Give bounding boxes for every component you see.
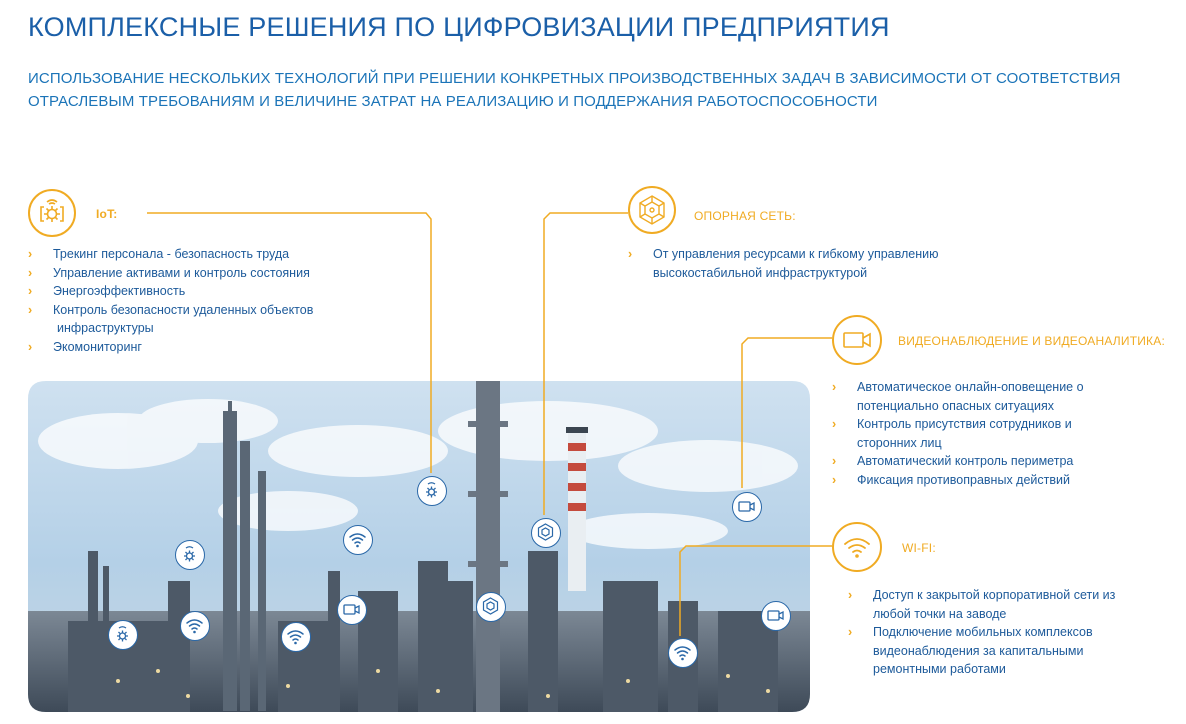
list-item: Автоматическое онлайн-оповещение о потен… — [832, 378, 1162, 415]
iot-list: Трекинг персонала - безопасность труда У… — [28, 245, 368, 357]
list-item-text: Автоматическое онлайн-оповещение о — [857, 380, 1084, 394]
network-hexagon-icon — [628, 186, 676, 234]
list-item-text: Доступ к закрытой корпоративной сети из — [873, 588, 1116, 602]
subtitle-line-1: ИСПОЛЬЗОВАНИЕ НЕСКОЛЬКИХ ТЕХНОЛОГИЙ ПРИ … — [28, 70, 1121, 87]
list-item: Экомониторинг — [28, 338, 368, 357]
backbone-connector — [543, 212, 628, 515]
list-item: Доступ к закрытой корпоративной сети из … — [848, 586, 1168, 623]
wifi-icon — [668, 638, 698, 668]
list-item: Управление активами и контроль состояния — [28, 264, 368, 283]
wifi-icon — [832, 522, 882, 572]
list-item-text-cont: ремонтными работами — [873, 662, 1006, 677]
list-item: Трекинг персонала - безопасность труда — [28, 245, 368, 264]
list-item-text: Контроль безопасности удаленных объектов — [53, 302, 314, 317]
page-title: КОМПЛЕКСНЫЕ РЕШЕНИЯ ПО ЦИФРОВИЗАЦИИ ПРЕД… — [28, 12, 890, 42]
wifi-label: WI-FI: — [902, 541, 936, 555]
wifi-connector — [679, 545, 832, 636]
list-item-text-cont: высокостабильной инфраструктурой — [653, 265, 868, 280]
list-item-text: Контроль присутствия сотрудников и — [857, 417, 1072, 432]
list-item-text-cont: сторонних лиц — [857, 435, 942, 450]
wifi-icon — [281, 622, 311, 652]
backbone-list: От управления ресурсами к гибкому управл… — [628, 245, 1008, 282]
video-camera-icon — [761, 601, 791, 631]
list-item-text: От управления ресурсами к гибкому управл… — [653, 247, 939, 261]
iot-gear-icon — [108, 620, 138, 650]
iot-connector — [147, 212, 432, 473]
network-hexagon-icon — [531, 518, 561, 548]
list-item-text-cont: любой точки на заводе — [873, 606, 1007, 621]
network-hexagon-icon — [476, 592, 506, 622]
list-item-text-cont: инфраструктуры — [57, 321, 154, 336]
video-connector — [741, 337, 832, 488]
list-item: Контроль присутствия сотрудников и сторо… — [832, 415, 1162, 452]
list-item-text: Подключение мобильных комплексов — [873, 625, 1093, 640]
page-subtitle: ИСПОЛЬЗОВАНИЕ НЕСКОЛЬКИХ ТЕХНОЛОГИЙ ПРИ … — [28, 67, 1168, 113]
list-item: Подключение мобильных комплексов видеона… — [848, 623, 1168, 679]
iot-gear-icon — [417, 476, 447, 506]
video-label: ВИДЕОНАБЛЮДЕНИЕ И ВИДЕОАНАЛИТИКА: — [898, 334, 1165, 348]
wifi-icon — [180, 611, 210, 641]
list-item: Автоматический контроль периметра — [832, 452, 1162, 471]
list-item-text-cont: видеонаблюдения за капитальными — [873, 643, 1084, 658]
video-list: Автоматическое онлайн-оповещение о потен… — [832, 378, 1162, 490]
video-camera-icon — [832, 315, 882, 365]
video-camera-icon — [732, 492, 762, 522]
list-item: Контроль безопасности удаленных объектов… — [28, 301, 368, 338]
list-item: Фиксация противоправных действий — [832, 471, 1162, 490]
iot-gear-icon — [28, 189, 76, 237]
iot-gear-icon — [175, 540, 205, 570]
list-item-text-cont: потенциально опасных ситуациях — [857, 398, 1054, 413]
wifi-list: Доступ к закрытой корпоративной сети из … — [848, 586, 1168, 679]
list-item: От управления ресурсами к гибкому управл… — [628, 245, 1008, 282]
list-item: Энергоэффективность — [28, 282, 368, 301]
video-camera-icon — [337, 595, 367, 625]
subtitle-line-2: ОТРАСЛЕВЫМ ТРЕБОВАНИЯМ И ВЕЛИЧИНЕ ЗАТРАТ… — [28, 93, 878, 110]
wifi-icon — [343, 525, 373, 555]
backbone-label: ОПОРНАЯ СЕТЬ: — [694, 209, 796, 223]
iot-label: IoT: — [96, 207, 118, 221]
